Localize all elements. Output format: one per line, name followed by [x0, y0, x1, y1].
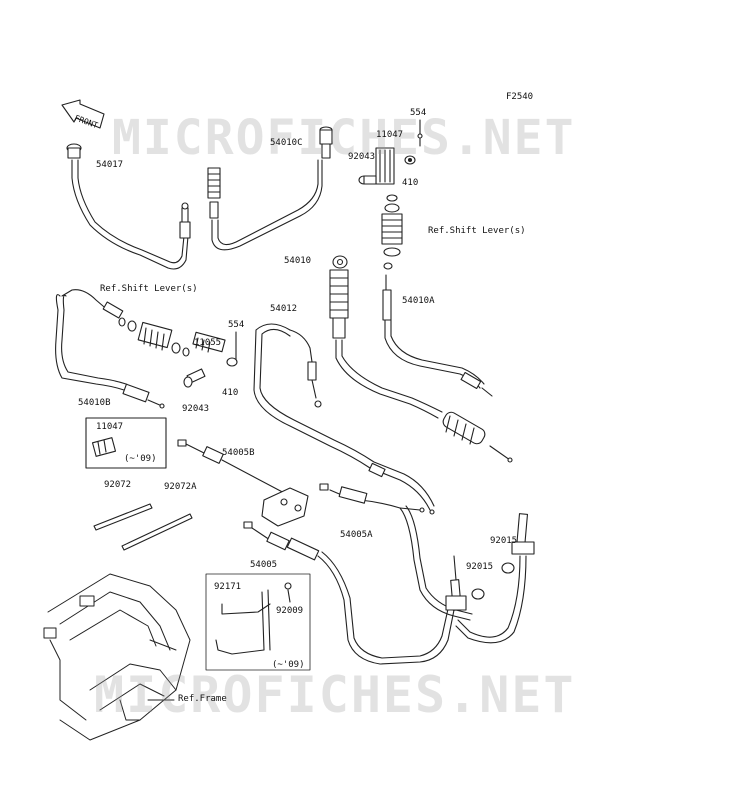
label-54017: 54017 — [96, 160, 124, 170]
left-mid-parts — [183, 331, 238, 388]
cable-54010B — [55, 289, 165, 409]
label-54005: 54005 — [250, 560, 278, 570]
label-92171: 92171 — [214, 582, 242, 592]
cable-54010 — [329, 255, 513, 463]
watermark-top: MICROFICHES.NET — [112, 110, 576, 166]
label-92072: 92072 — [104, 480, 132, 490]
label-54005B: 54005B — [222, 448, 255, 458]
label-92015-a: 92015 — [490, 536, 518, 546]
label-54010C: 54010C — [270, 138, 303, 148]
label-54010A: 54010A — [402, 296, 435, 306]
boxed-part-11047 — [85, 417, 167, 469]
label-92015-b: 92015 — [466, 562, 494, 572]
label-ref-shift-lever-left: Ref.Shift Lever(s) — [100, 284, 198, 294]
label-54012: 54012 — [270, 304, 298, 314]
label-554-mid: 554 — [228, 320, 245, 330]
bracket-92171 — [205, 573, 311, 671]
label-note-09-bracket: (~'09) — [272, 660, 305, 670]
label-11055: 11055 — [194, 338, 222, 348]
label-11047-top: 11047 — [376, 130, 404, 140]
label-11047-box: 11047 — [96, 422, 124, 432]
label-ref-shift-lever-right: Ref.Shift Lever(s) — [428, 226, 526, 236]
label-54010B: 54010B — [78, 398, 111, 408]
label-54005A: 54005A — [340, 530, 373, 540]
frame-structure — [43, 573, 191, 741]
label-554-top: 554 — [410, 108, 427, 118]
label-92009: 92009 — [276, 606, 304, 616]
label-92043-mid: 92043 — [182, 404, 210, 414]
cable-54012 — [253, 323, 435, 515]
cable-54005-assembly — [177, 439, 535, 665]
watermark-bottom: MICROFICHES.NET — [94, 666, 576, 724]
cable-ties — [93, 503, 193, 551]
figure-id: F2540 — [506, 92, 534, 102]
cable-54010C — [207, 126, 333, 251]
label-92043-top: 92043 — [348, 152, 376, 162]
top-right-parts — [358, 119, 423, 185]
label-54010: 54010 — [284, 256, 312, 266]
front-arrow-icon: FRONT — [61, 99, 105, 130]
label-410-mid: 410 — [222, 388, 239, 398]
label-ref-frame: Ref.Frame — [178, 694, 227, 704]
label-92072A: 92072A — [164, 482, 197, 492]
cable-54017 — [66, 143, 191, 270]
shift-lever-springs-left — [118, 317, 190, 357]
shift-lever-springs-right — [381, 194, 403, 270]
label-note-09-box: (~'09) — [124, 454, 157, 464]
cable-54010A — [382, 274, 493, 397]
label-410-top: 410 — [402, 178, 419, 188]
